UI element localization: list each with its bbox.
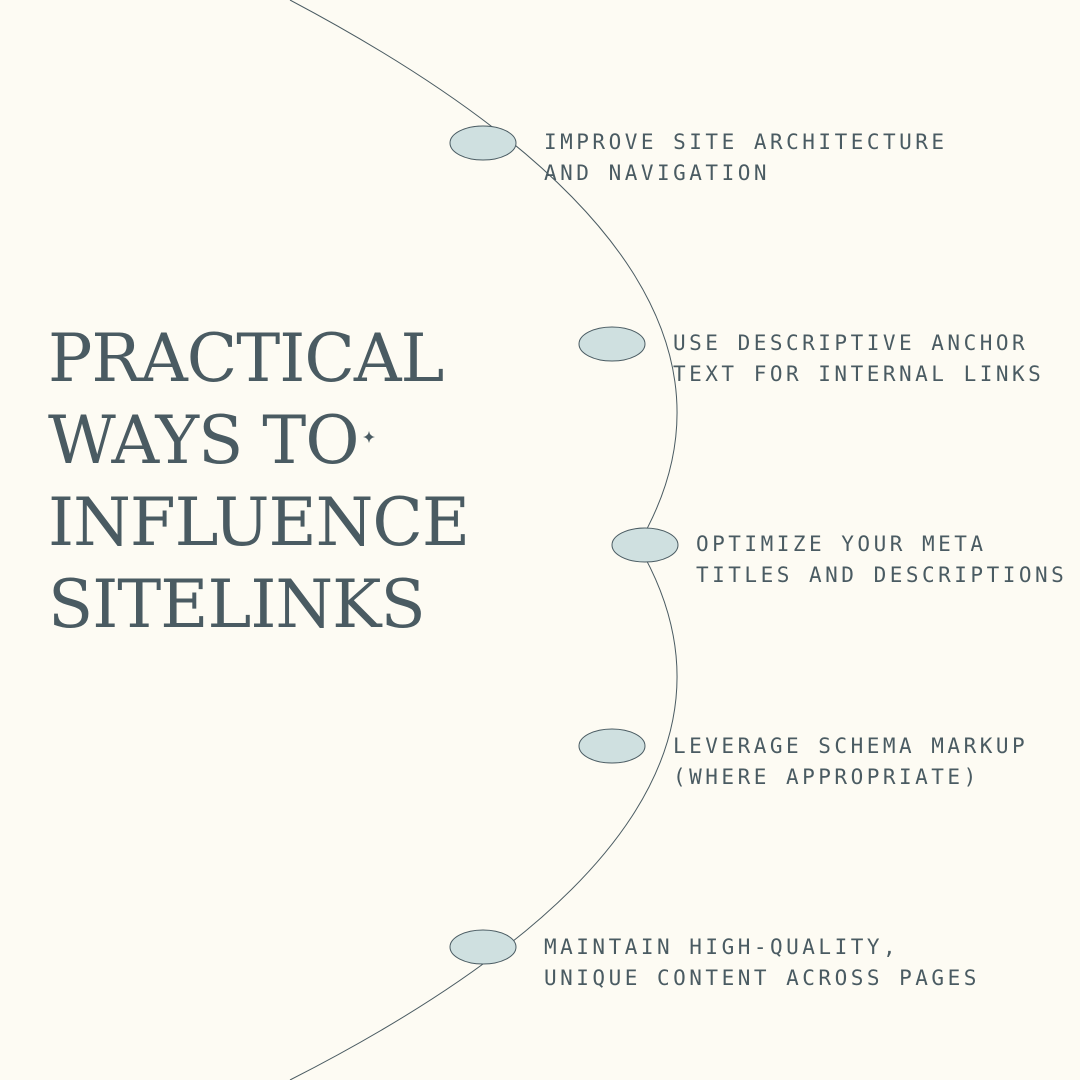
step-5-line-1: MAINTAIN HIGH-QUALITY, <box>544 935 900 959</box>
title-line-2: WAYS TO <box>48 402 359 479</box>
step-dot-5 <box>449 929 517 965</box>
step-3-line-1: OPTIMIZE YOUR META <box>696 532 987 556</box>
title-line-3: INFLUENCE <box>48 484 470 561</box>
step-5-text: MAINTAIN HIGH-QUALITY, UNIQUE CONTENT AC… <box>544 932 980 994</box>
step-1-text: IMPROVE SITE ARCHITECTURE AND NAVIGATION <box>544 127 948 189</box>
title-line-1: PRACTICAL <box>48 320 444 397</box>
step-2-line-1: USE DESCRIPTIVE ANCHOR <box>673 331 1029 355</box>
page-title: PRACTICAL WAYS TO INFLUENCE SITELINKS <box>48 318 470 646</box>
step-2-text: USE DESCRIPTIVE ANCHOR TEXT FOR INTERNAL… <box>673 328 1044 390</box>
sparkle-icon <box>363 431 375 443</box>
step-dot-4 <box>578 728 646 764</box>
step-dot-1 <box>449 125 517 161</box>
step-5-line-2: UNIQUE CONTENT ACROSS PAGES <box>544 966 980 990</box>
title-line-4: SITELINKS <box>48 566 426 643</box>
step-4-line-2: (WHERE APPROPRIATE) <box>673 765 980 789</box>
step-2-line-2: TEXT FOR INTERNAL LINKS <box>673 362 1045 386</box>
step-3-text: OPTIMIZE YOUR META TITLES AND DESCRIPTIO… <box>696 529 1067 591</box>
step-4-line-1: LEVERAGE SCHEMA MARKUP <box>673 734 1029 758</box>
step-4-text: LEVERAGE SCHEMA MARKUP (WHERE APPROPRIAT… <box>673 731 1028 793</box>
step-1-line-1: IMPROVE SITE ARCHITECTURE <box>544 130 948 154</box>
step-dot-3 <box>611 527 679 563</box>
step-3-line-2: TITLES AND DESCRIPTIONS <box>696 563 1068 587</box>
step-dot-2 <box>578 326 646 362</box>
step-1-line-2: AND NAVIGATION <box>544 161 771 185</box>
